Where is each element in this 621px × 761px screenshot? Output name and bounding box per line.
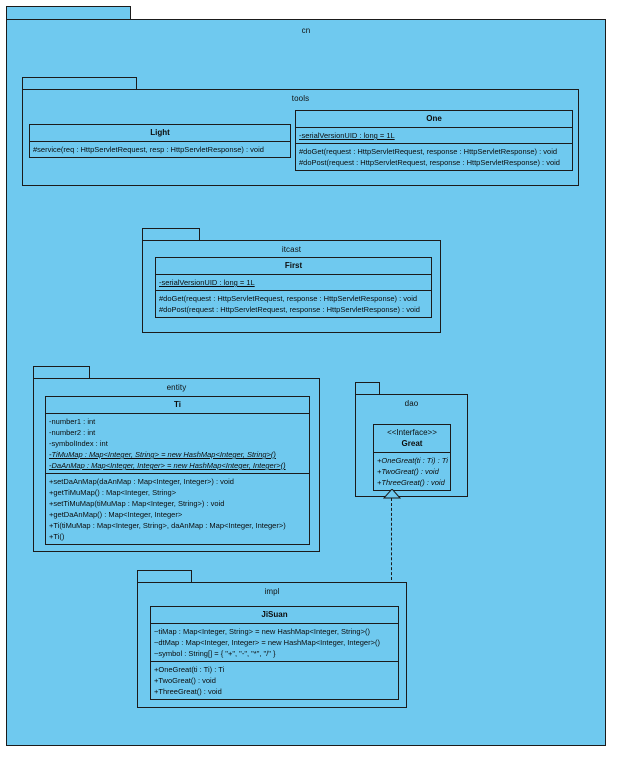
package-tools-label: tools (291, 94, 310, 103)
class-one-attribute: -serialVersionUID : long = 1L (299, 131, 395, 140)
class-first-name: First (284, 261, 303, 270)
package-cn-label: cn (301, 26, 311, 35)
package-entity-label: entity (166, 383, 187, 392)
class-ti-operation: +getTiMuMap() : Map<Integer, String> (49, 488, 177, 497)
class-jisuan-operation: +OneGreat(ti : Ti) : Ti (154, 665, 225, 674)
class-one-attributes: -serialVersionUID : long = 1L (296, 127, 572, 143)
package-impl-label: impl (264, 587, 280, 596)
class-ti-operation: +Ti(tiMuMap : Map<Integer, String>, daAn… (49, 521, 286, 530)
class-light-operations: #service(req : HttpServletRequest, resp … (30, 141, 290, 157)
class-ti-operation: +Ti() (49, 532, 65, 541)
class-great-operation: +TwoGreat() : void (377, 467, 439, 476)
class-jisuan-attributes: ~tiMap : Map<Integer, String> = new Hash… (151, 623, 398, 661)
class-ti-attributes: -number1 : int -number2 : int -symbolInd… (46, 413, 309, 473)
class-first-operation: #doGet(request : HttpServletRequest, res… (159, 294, 418, 303)
class-great-operation: +OneGreat(ti : Ti) : Ti (377, 456, 448, 465)
package-dao-label: dao (404, 399, 419, 408)
class-first-attribute: -serialVersionUID : long = 1L (159, 278, 255, 287)
class-jisuan-operation: +ThreeGreat() : void (154, 687, 222, 696)
class-light[interactable]: Light #service(req : HttpServletRequest,… (29, 124, 291, 158)
class-jisuan-operation: +TwoGreat() : void (154, 676, 216, 685)
class-one[interactable]: One -serialVersionUID : long = 1L #doGet… (295, 110, 573, 171)
class-one-name: One (426, 114, 442, 123)
class-ti-attribute: -TiMuMap : Map<Integer, String> = new Ha… (49, 450, 276, 459)
class-ti-name: Ti (174, 400, 181, 409)
class-ti[interactable]: Ti -number1 : int -number2 : int -symbol… (45, 396, 310, 545)
class-ti-operation: +setDaAnMap(daAnMap : Map<Integer, Integ… (49, 477, 234, 486)
class-jisuan-attribute: ~tiMap : Map<Integer, String> = new Hash… (154, 627, 370, 636)
realization-line (391, 498, 392, 580)
class-ti-operation: +setTiMuMap(tiMuMap : Map<Integer, Strin… (49, 499, 225, 508)
package-itcast-label: itcast (281, 245, 302, 254)
class-first-attributes: -serialVersionUID : long = 1L (156, 274, 431, 290)
class-first-operations: #doGet(request : HttpServletRequest, res… (156, 290, 431, 317)
class-great-operations: +OneGreat(ti : Ti) : Ti +TwoGreat() : vo… (374, 452, 450, 490)
class-great-operation: +ThreeGreat() : void (377, 478, 445, 487)
class-ti-attribute: -number2 : int (49, 428, 96, 437)
class-one-operations: #doGet(request : HttpServletRequest, res… (296, 143, 572, 170)
class-great[interactable]: <<Interface>> Great +OneGreat(ti : Ti) :… (373, 424, 451, 491)
class-first[interactable]: First -serialVersionUID : long = 1L #doG… (155, 257, 432, 318)
class-great-name: Great (401, 439, 423, 448)
class-jisuan[interactable]: JiSuan ~tiMap : Map<Integer, String> = n… (150, 606, 399, 700)
class-ti-attribute: -number1 : int (49, 417, 96, 426)
class-one-operation: #doGet(request : HttpServletRequest, res… (299, 147, 558, 156)
class-light-operation: #service(req : HttpServletRequest, resp … (33, 145, 264, 154)
class-jisuan-attribute: ~dtMap : Map<Integer, Integer> = new Has… (154, 638, 380, 647)
class-first-operation: #doPost(request : HttpServletRequest, re… (159, 305, 420, 314)
class-ti-attribute: -DaAnMap : Map<Integer, Integer> = new H… (49, 461, 286, 470)
class-ti-attribute: -symbolIndex : int (49, 439, 108, 448)
class-jisuan-operations: +OneGreat(ti : Ti) : Ti +TwoGreat() : vo… (151, 661, 398, 699)
class-jisuan-name: JiSuan (261, 610, 288, 619)
class-great-stereotype: <<Interface>> (387, 428, 437, 437)
class-jisuan-attribute: ~symbol : String[] = { "+", "-", "*", "/… (154, 649, 276, 658)
class-ti-operation: +getDaAnMap() : Map<Integer, Integer> (49, 510, 183, 519)
class-light-name: Light (150, 128, 170, 137)
class-ti-operations: +setDaAnMap(daAnMap : Map<Integer, Integ… (46, 473, 309, 544)
package-cn-tab (6, 6, 131, 20)
class-one-operation: #doPost(request : HttpServletRequest, re… (299, 158, 560, 167)
